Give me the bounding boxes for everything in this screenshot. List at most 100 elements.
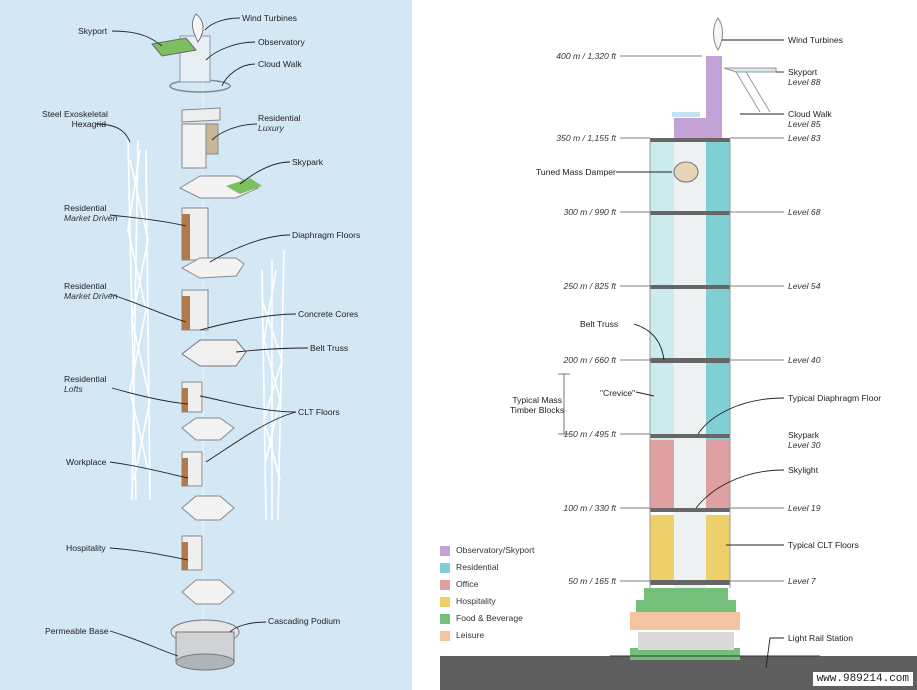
legend-item: Food & Beverage <box>440 613 523 624</box>
label-residential-market-driven-1: Residential Market Driven <box>64 203 117 223</box>
legend-label: Leisure <box>456 630 485 640</box>
residential-lofts-module <box>181 381 203 413</box>
label-typical-mass-timber: Typical Mass Timber Blocks <box>510 395 565 415</box>
altitude-150m: 150 m / 495 ft <box>563 429 616 439</box>
label-market-driven-1: Market Driven <box>64 213 118 223</box>
altitude-100m: 100 m / 330 ft <box>563 503 616 513</box>
label-cascading-podium: Cascading Podium <box>268 616 341 626</box>
steel-exoskeleton-right <box>261 249 285 521</box>
legend-swatch <box>440 596 450 607</box>
skypark-greenery <box>226 178 262 194</box>
legend-label: Food & Beverage <box>456 613 523 623</box>
altitude-guides <box>558 55 784 582</box>
altitude-300m: 300 m / 990 ft <box>563 207 616 217</box>
podium-section <box>610 588 820 660</box>
label-cloud-walk-name: Cloud Walk <box>788 109 832 119</box>
label-skypark-name: Skypark <box>788 430 820 440</box>
label-skyport-name: Skyport <box>788 67 818 77</box>
label-tuned-mass-damper: Tuned Mass Damper <box>536 167 616 177</box>
legend-swatch <box>440 562 450 573</box>
hospitality-floor-plate <box>181 579 235 605</box>
label-level-68: Level 68 <box>788 207 821 217</box>
label-skylight: Skylight <box>788 465 819 475</box>
label-typical-clt-floors: Typical CLT Floors <box>788 540 859 550</box>
legend-swatch <box>440 579 450 590</box>
label-level-83: Level 83 <box>788 133 821 143</box>
clt-floor-plate <box>181 417 235 441</box>
legend-item: Hospitality <box>440 596 496 607</box>
label-belt-truss: Belt Truss <box>310 343 349 353</box>
label-residential-lofts: Residential Lofts <box>64 374 107 394</box>
belt-truss-plate <box>181 339 247 367</box>
altitude-200m: 200 m / 660 ft <box>563 355 616 365</box>
label-wind-turbines-section: Wind Turbines <box>788 35 843 45</box>
label-residential-md1-line1: Residential <box>64 203 107 213</box>
legend-label: Residential <box>456 562 499 572</box>
label-cloud-walk: Cloud Walk <box>258 59 302 69</box>
legend-item: Leisure <box>440 630 484 641</box>
label-steel-exoskeletal: Steel Exoskeletal Hexagrid <box>42 109 108 129</box>
label-skyport-level: Level 88 <box>788 77 821 87</box>
tower-shaft <box>649 17 777 588</box>
label-hexagrid: Hexagrid <box>71 119 106 129</box>
label-residential-market-driven-2: Residential Market Driven <box>64 281 117 301</box>
label-level-40: Level 40 <box>788 355 821 365</box>
label-workplace: Workplace <box>66 457 107 467</box>
label-luxury: Luxury <box>258 123 284 133</box>
altitude-50m: 50 m / 165 ft <box>568 576 616 586</box>
steel-exoskeleton-left <box>127 139 151 501</box>
altitude-250m: 250 m / 825 ft <box>563 281 616 291</box>
label-wind-turbines: Wind Turbines <box>242 13 297 23</box>
legend-swatch <box>440 545 450 556</box>
label-belt-truss-section: Belt Truss <box>580 319 619 329</box>
label-lofts: Lofts <box>64 384 83 394</box>
label-skyport: Skyport <box>78 26 108 36</box>
section-leader-lines <box>616 39 785 669</box>
workplace-floor-plate <box>181 495 235 521</box>
legend-swatch <box>440 630 450 641</box>
label-residential-luxury-line1: Residential <box>258 113 301 123</box>
exploded-tower-drawing <box>95 13 309 671</box>
residential-market-driven-module-1 <box>181 207 209 261</box>
residential-luxury-module <box>181 107 221 169</box>
label-typical-mass-line2: Timber Blocks <box>510 405 565 415</box>
section-elevation-panel: 400 m / 1,320 ft 350 m / 1,155 ft 300 m … <box>440 0 917 690</box>
label-skypark: Skypark <box>292 157 324 167</box>
leader-lines <box>95 17 309 657</box>
label-steel-exoskeletal-line1: Steel Exoskeletal <box>42 109 108 119</box>
exploded-axonometric-panel: Skyport Wind Turbines Observatory Cloud … <box>0 0 412 690</box>
legend-label: Hospitality <box>456 596 496 606</box>
label-market-driven-2: Market Driven <box>64 291 118 301</box>
label-cloud-walk-level: Level 85 <box>788 119 821 129</box>
legend-item: Office <box>440 579 478 590</box>
label-light-rail-station: Light Rail Station <box>788 633 853 643</box>
altitude-350m: 350 m / 1,155 ft <box>556 133 616 143</box>
legend-swatch <box>440 613 450 624</box>
legend-label: Observatory/Skyport <box>456 545 535 555</box>
watermark: www.989214.com <box>812 672 913 686</box>
residential-market-driven-module-2 <box>181 289 209 331</box>
label-skyport-section: Skyport Level 88 <box>788 67 821 87</box>
label-crevice: "Crevice" <box>600 388 636 398</box>
tower-section-drawing <box>440 17 917 690</box>
label-residential-md2-line1: Residential <box>64 281 107 291</box>
podium-module <box>170 619 240 671</box>
label-observatory: Observatory <box>258 37 305 47</box>
label-level-54: Level 54 <box>788 281 821 291</box>
label-diaphragm-floors: Diaphragm Floors <box>292 230 361 240</box>
label-hospitality: Hospitality <box>66 543 106 553</box>
label-typical-diaphragm-floor: Typical Diaphragm Floor <box>788 393 882 403</box>
label-level-7: Level 7 <box>788 576 816 586</box>
label-clt-floors: CLT Floors <box>298 407 340 417</box>
legend-item: Observatory/Skyport <box>440 545 534 556</box>
workplace-module <box>181 451 203 487</box>
legend-item: Residential <box>440 562 499 573</box>
label-permeable-base: Permeable Base <box>45 626 109 636</box>
label-skypark-level: Level 30 <box>788 440 821 450</box>
label-cloud-walk-section: Cloud Walk Level 85 <box>788 109 832 129</box>
diaphragm-floor-plate <box>180 257 245 279</box>
label-level-19: Level 19 <box>788 503 821 513</box>
skyport-module <box>151 13 231 93</box>
label-residential-lofts-line1: Residential <box>64 374 107 384</box>
